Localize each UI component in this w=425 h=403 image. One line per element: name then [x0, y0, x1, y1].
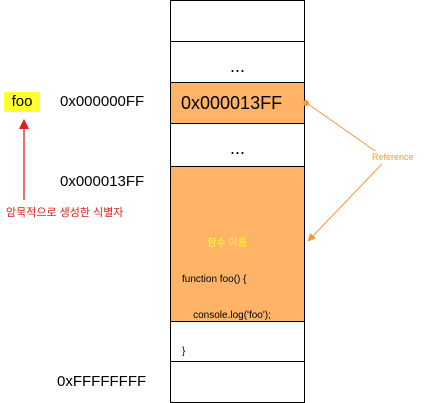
memory-cell-function-object [170, 166, 305, 322]
identifier-caption: 암묵적으로 생성한 식별자 [6, 207, 124, 219]
memory-cell-top [170, 0, 305, 42]
function-name-title: 함수 이름 [207, 238, 247, 249]
identifier-foo: foo [4, 92, 40, 112]
code-line: console.log('foo'); [182, 310, 271, 321]
code-line: function foo() { [182, 274, 247, 285]
ellipsis-lower: ... [229, 138, 245, 158]
ellipsis-upper: ... [229, 56, 245, 76]
address-label-second: 0x000013FF [60, 173, 145, 190]
code-line: } [182, 346, 186, 357]
address-label-last: 0xFFFFFFFF [57, 373, 147, 390]
reference-label: Reference [370, 151, 416, 163]
stored-reference-value: 0x000013FF [181, 93, 283, 113]
address-label-first: 0x000000FF [60, 93, 145, 110]
memory-cell-dots-upper [170, 41, 305, 83]
function-object-code: 함수 이름 function foo() { console.log('foo'… [182, 214, 272, 382]
memory-cell-bottom [170, 361, 305, 403]
reference-arrow-lower [307, 163, 383, 242]
reference-arrow-upper [307, 103, 379, 154]
memory-cell-identifier-value [170, 82, 305, 124]
